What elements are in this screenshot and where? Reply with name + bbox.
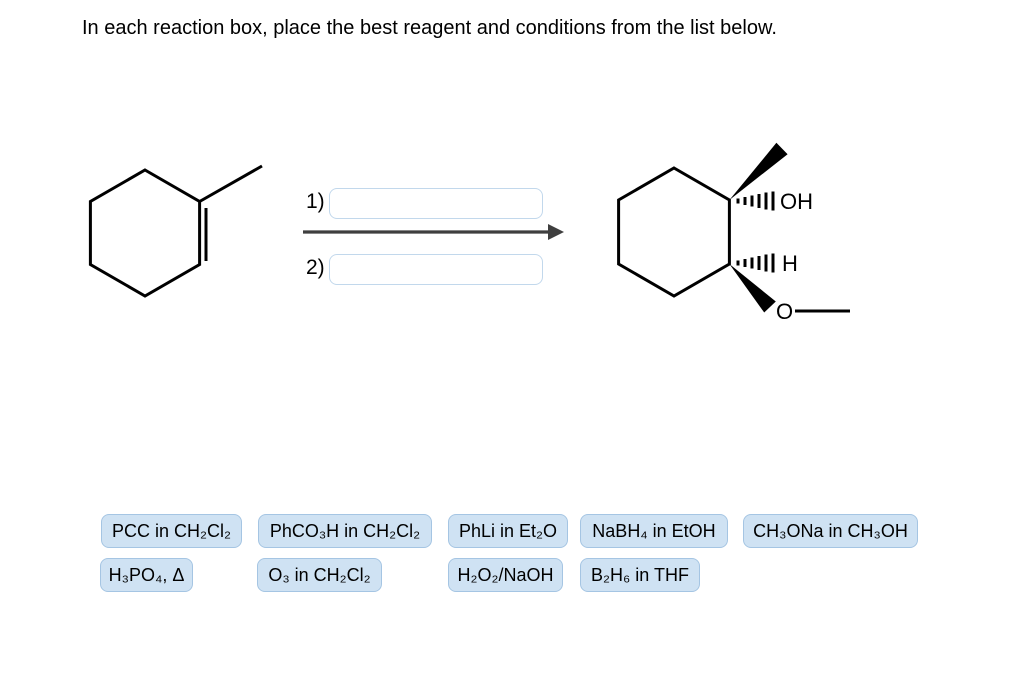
h-label: H: [782, 251, 798, 276]
reagent-chip-ch3ona-ch3oh[interactable]: CH₃ONa in CH₃OH: [743, 514, 918, 548]
reagent-chip-label: B₂H₆ in THF: [591, 564, 689, 585]
start-material-structure: [88, 164, 263, 298]
reagent-chip-nabh4-etoh[interactable]: NaBH₄ in EtOH: [580, 514, 728, 548]
reagent-chip-phli-et2o[interactable]: PhLi in Et₂O: [448, 514, 568, 548]
hash-wedge-h: [736, 253, 775, 273]
bold-wedge-o: [729, 264, 776, 313]
reaction-arrow: [303, 224, 564, 240]
reagent-chip-pcc-ch2cl2[interactable]: PCC in CH₂Cl₂: [101, 514, 242, 548]
arrow-head: [548, 224, 564, 240]
step-2-label: 2): [306, 256, 325, 279]
reagent-chip-b2h6-thf[interactable]: B₂H₆ in THF: [580, 558, 700, 592]
hash-wedge-oh: [736, 191, 775, 211]
reagent-chip-phco3h-ch2cl2[interactable]: PhCO₃H in CH₂Cl₂: [258, 514, 432, 548]
step-2-input[interactable]: [329, 254, 543, 285]
cyclohexene-ring: [88, 168, 202, 298]
reagent-chip-label: O₃ in CH₂Cl₂: [268, 564, 371, 585]
reagent-chip-h2o2-naoh[interactable]: H₂O₂/NaOH: [448, 558, 563, 592]
oh-label: OH: [780, 189, 813, 214]
step-1-label: 1): [306, 190, 325, 213]
step-1-input[interactable]: [329, 188, 543, 219]
reagent-chip-label: PCC in CH₂Cl₂: [112, 520, 231, 541]
instructions-text: In each reaction box, place the best rea…: [82, 17, 777, 39]
reagent-chip-label: H₃PO₄, Δ: [108, 564, 185, 585]
reagent-chip-o3-ch2cl2[interactable]: O₃ in CH₂Cl₂: [257, 558, 382, 592]
reagent-chip-label: PhCO₃H in CH₂Cl₂: [269, 520, 421, 541]
reagent-chip-label: PhLi in Et₂O: [458, 520, 558, 541]
methyl-bond: [198, 164, 263, 203]
reagent-chip-label: H₂O₂/NaOH: [457, 564, 554, 585]
cyclohexane-ring: [617, 166, 731, 298]
o-label: O: [776, 299, 793, 324]
bold-wedge-methyl: [729, 142, 788, 200]
product-structure: OH H O: [617, 142, 850, 324]
reagent-chip-label: CH₃ONa in CH₃OH: [753, 520, 908, 541]
reagent-chip-label: NaBH₄ in EtOH: [592, 520, 716, 541]
reagent-chip-h3po4-heat[interactable]: H₃PO₄, Δ: [100, 558, 193, 592]
